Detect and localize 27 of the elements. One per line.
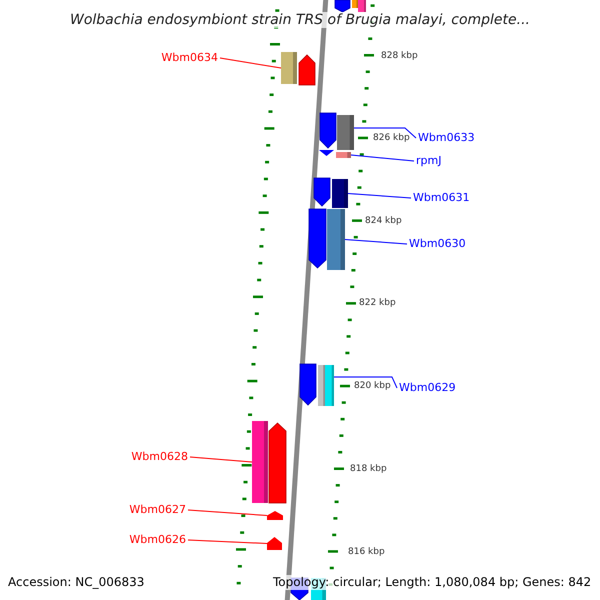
leader-line [334, 376, 398, 388]
gene-label: Wbm0633 [418, 131, 475, 145]
leader-line [188, 510, 268, 516]
scale-label: 828 kbp [381, 51, 418, 61]
scale-label: 826 kbp [373, 133, 410, 143]
leader-line [348, 193, 412, 198]
leader-line [350, 154, 414, 162]
scale-label: 818 kbp [350, 464, 387, 474]
leader-line [188, 540, 268, 544]
scale-label: 824 kbp [365, 216, 402, 226]
leader-line [190, 456, 252, 462]
scale-label: 816 kbp [348, 547, 385, 557]
leader-line [354, 128, 416, 138]
info-text: Topology: circular; Length: 1,080,084 bp; Genes: 842 [273, 575, 592, 590]
gene-label: Wbm0626 [124, 533, 186, 547]
info-text: Accession: NC_006833 [8, 575, 144, 590]
gene-label: Wbm0631 [413, 191, 470, 205]
title: Wolbachia endosymbiont strain TRS of Brugia malayi, complete... [70, 12, 530, 28]
gene-label: Wbm0629 [399, 381, 456, 395]
scale-label: 820 kbp [354, 381, 391, 391]
gene-label: rpmJ [416, 154, 442, 168]
gene-label: Wbm0630 [409, 237, 466, 251]
gene-label: Wbm0634 [156, 51, 218, 65]
scale-label: 822 kbp [359, 298, 396, 308]
gene-label: Wbm0627 [124, 503, 186, 517]
leader-line [344, 239, 408, 244]
gene-label: Wbm0628 [126, 450, 188, 464]
